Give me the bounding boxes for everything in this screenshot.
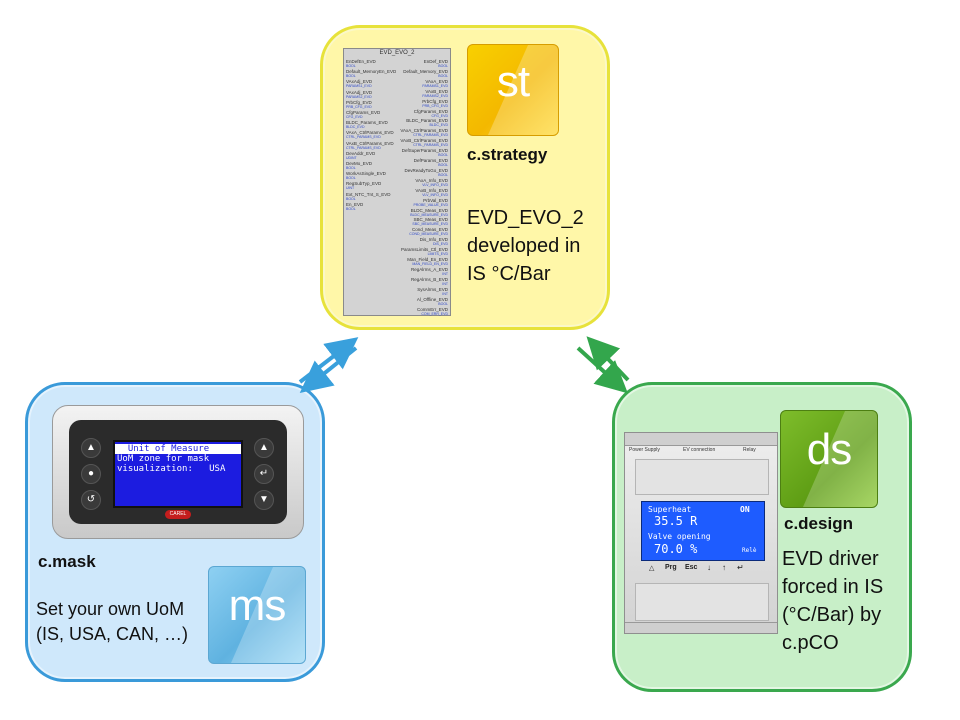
driver-display: Superheat 35.5 R Valve opening 70.0 % ON… xyxy=(641,501,765,561)
driver-enter-icon: ↵ xyxy=(737,563,744,572)
evd-evo-driver: Power Supply EV connection Relay Superhe… xyxy=(624,432,778,634)
arrow-design-to-strategy xyxy=(586,336,630,382)
esc-key-icon: ↺ xyxy=(81,490,101,510)
driver-ev-label: EV connection xyxy=(683,447,716,453)
strategy-st-icon: st xyxy=(467,44,559,136)
function-block-title: EVD_EVO_2 xyxy=(379,50,415,56)
driver-terminal-strip xyxy=(625,433,777,446)
enter-key-icon: ↵ xyxy=(254,464,274,484)
design-ds-icon: ds xyxy=(780,410,878,508)
design-description: EVD driver forced in IS (°C/Bar) by c.pC… xyxy=(782,548,884,654)
driver-upper-housing xyxy=(635,459,769,495)
carel-logo: CAREL xyxy=(165,510,191,519)
mask-description: Set your own UoM (IS, USA, CAN, …) xyxy=(36,599,189,644)
strategy-label: c.strategy xyxy=(467,145,548,164)
driver-lower-housing xyxy=(635,583,769,621)
down-key-icon: ▼ xyxy=(254,490,274,510)
terminal-screen: Unit of Measure UoM zone for mask visual… xyxy=(113,440,243,508)
prg-key-icon: ● xyxy=(81,464,101,484)
arrow-strategy-to-mask xyxy=(299,346,358,393)
driver-down-icon: ↓ xyxy=(707,563,711,572)
driver-alarm-icon: △ xyxy=(649,565,655,572)
design-label: c.design xyxy=(784,514,853,533)
mask-ms-icon: ms xyxy=(208,566,306,664)
pgd-terminal: ▲ ● ↺ ▲ ↵ ▼ Unit of Measure UoM zone for… xyxy=(52,405,304,539)
alarm-key-icon: ▲ xyxy=(81,438,101,458)
arrow-strategy-to-design xyxy=(576,346,628,394)
driver-prg-key: Prg xyxy=(665,564,677,571)
mask-label: c.mask xyxy=(38,552,96,571)
up-key-icon: ▲ xyxy=(254,438,274,458)
driver-esc-key: Esc xyxy=(685,564,698,571)
arrow-mask-to-strategy xyxy=(298,337,359,384)
driver-up-icon: ↑ xyxy=(722,563,726,572)
driver-power-label: Power Supply xyxy=(629,447,660,453)
strategy-description: EVD_EVO_2 developed in IS °C/Bar xyxy=(467,207,584,285)
driver-bottom-strip xyxy=(625,622,777,633)
driver-relay-label: Relay xyxy=(743,447,756,453)
